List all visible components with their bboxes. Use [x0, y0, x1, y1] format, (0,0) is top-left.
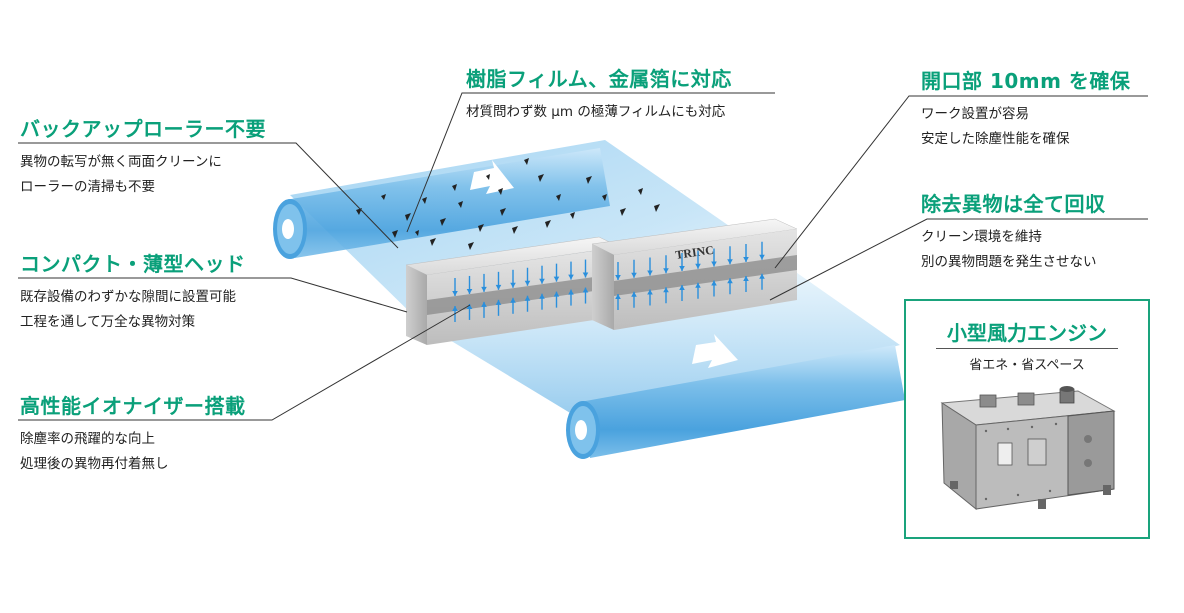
airflow-arrow-down [539, 265, 545, 284]
engine-divider [936, 348, 1118, 349]
airflow-arrow-down [452, 278, 458, 296]
airflow-arrow-down [663, 255, 669, 274]
feature-desc-line: 工程を通して万全な異物対策 [20, 314, 196, 330]
debris-particles [356, 158, 660, 250]
airflow-arrow-down [524, 267, 531, 286]
airflow-arrow-up [663, 287, 669, 304]
feature-ionizer: 高性能イオナイザー搭載 除塵率の飛躍的な向上 処理後の異物再付着無し [20, 393, 246, 477]
airflow-arrow-up [568, 289, 574, 306]
airflow-arrow-up [631, 291, 637, 308]
engine-title: 小型風力エンジン [947, 321, 1107, 345]
airflow-arrow-down [481, 273, 487, 292]
airflow-arrow-up [759, 273, 765, 290]
feature-opening: 開口部 10mm を確保 ワーク設置が容易 安定した除塵性能を確保 [921, 68, 1130, 152]
direction-arrow-lower [692, 334, 738, 368]
airflow-arrow-down [695, 250, 701, 269]
airflow-arrow-down [647, 257, 653, 276]
feature-desc-line: 安定した除塵性能を確保 [921, 131, 1070, 147]
airflow-arrow-down [615, 262, 621, 280]
airflow-arrow-down [466, 275, 473, 294]
feature-description: ワーク設置が容易 安定した除塵性能を確保 [921, 102, 1130, 152]
feature-recovery: 除去異物は全て回収 クリーン環境を維持 別の異物問題を発生させない [921, 191, 1106, 275]
feature-desc-line: 処理後の異物再付着無し [20, 456, 169, 472]
leader-lines [18, 92, 1148, 421]
direction-arrow-upper [470, 160, 514, 194]
airflow-arrow-down [568, 261, 574, 280]
airflow-arrow-up [539, 293, 545, 310]
feature-desc-line: 既存設備のわずかな隙間に設置可能 [20, 289, 236, 305]
feature-compact-head: コンパクト・薄型ヘッド 既存設備のわずかな隙間に設置可能 工程を通して万全な異物… [20, 251, 246, 335]
airflow-arrow-up [647, 289, 653, 306]
airflow-arrow-down [743, 244, 749, 262]
feature-description: 除塵率の飛躍的な向上 処理後の異物再付着無し [20, 427, 246, 477]
feature-film-foil: 樹脂フィルム、金属箔に対応 材質問わず数 μm の極薄フィルムにも対応 [466, 66, 732, 125]
airflow-arrow-down [553, 263, 560, 282]
airflow-arrow-down [727, 246, 733, 265]
feature-desc-line: 除塵率の飛躍的な向上 [20, 431, 155, 447]
airflow-arrow-up [510, 297, 516, 314]
feature-description: 材質問わず数 μm の極薄フィルムにも対応 [466, 100, 732, 125]
airflow-arrow-down [759, 241, 765, 260]
engine-panel: 小型風力エンジン 省エネ・省スペース [904, 299, 1150, 539]
feature-title: 高性能イオナイザー搭載 [20, 394, 246, 418]
engine-subtitle: 省エネ・省スペース [969, 358, 1085, 373]
feature-backup-roller: バックアップローラー不要 異物の転写が無く両面クリーンに ローラーの清掃も不要 [20, 116, 266, 200]
feature-description: 異物の転写が無く両面クリーンに ローラーの清掃も不要 [20, 150, 266, 200]
airflow-arrows [452, 241, 765, 322]
airflow-arrow-up [553, 291, 560, 308]
feature-title: 樹脂フィルム、金属箔に対応 [466, 67, 732, 91]
feature-title: コンパクト・薄型ヘッド [20, 252, 246, 276]
feature-desc-line: 別の異物問題を発生させない [921, 254, 1097, 270]
roller-front [566, 345, 905, 459]
airflow-arrow-up [695, 282, 701, 299]
airflow-arrow-up [743, 276, 749, 292]
feature-title: バックアップローラー不要 [20, 117, 266, 141]
feature-description: 既存設備のわずかな隙間に設置可能 工程を通して万全な異物対策 [20, 285, 246, 335]
airflow-arrow-up [727, 278, 733, 295]
feature-description: クリーン環境を維持 別の異物問題を発生させない [921, 225, 1106, 275]
airflow-arrow-down [631, 259, 637, 278]
cleaning-head-right [591, 218, 798, 330]
airflow-arrow-up [481, 301, 487, 318]
head-logo: TRINC [674, 243, 714, 262]
airflow-arrow-up [495, 299, 502, 316]
airflow-arrow-down [582, 259, 589, 278]
feature-desc-line: ワーク設置が容易 [921, 106, 1029, 122]
engine-unit-icon [940, 386, 1116, 511]
feature-title: 開口部 10mm を確保 [921, 69, 1131, 93]
feature-desc-line: 異物の転写が無く両面クリーンに [20, 154, 222, 170]
feature-desc-line: クリーン環境を維持 [921, 229, 1042, 245]
airflow-arrow-up [582, 287, 589, 304]
feature-title: 除去異物は全て回収 [921, 192, 1106, 216]
feature-desc-line: 材質問わず数 μm の極薄フィルムにも対応 [466, 104, 726, 120]
airflow-arrow-up [615, 294, 621, 310]
airflow-arrow-up [711, 280, 717, 297]
airflow-arrow-down [679, 253, 685, 271]
airflow-arrow-up [466, 303, 473, 320]
airflow-arrow-up [524, 295, 531, 312]
roller-back [273, 148, 610, 259]
airflow-arrow-down [711, 248, 717, 267]
feature-desc-line: ローラーの清掃も不要 [20, 179, 155, 195]
airflow-arrow-up [679, 285, 685, 301]
airflow-arrow-down [495, 271, 502, 290]
airflow-arrow-down [510, 269, 516, 288]
